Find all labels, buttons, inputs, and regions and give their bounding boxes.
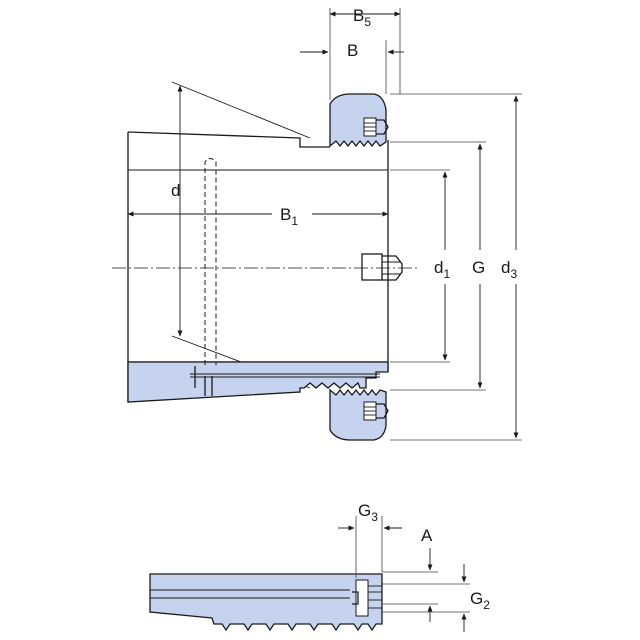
- sleeve-section-lower: [127, 361, 389, 403]
- dimension-b5: [329, 8, 401, 100]
- label-g2: G2: [470, 589, 490, 612]
- detail-view: [149, 573, 383, 632]
- oil-duct: [190, 158, 380, 396]
- label-g: G: [472, 258, 485, 277]
- label-g3: G3: [358, 501, 378, 524]
- taper-lines: [171, 81, 311, 389]
- dimension-a: [382, 548, 438, 622]
- label-b1: B1: [280, 205, 298, 228]
- label-d1: d1: [434, 258, 450, 281]
- lock-nut-lower: [329, 388, 389, 441]
- dimension-g2: [382, 564, 470, 632]
- label-a: A: [421, 526, 433, 545]
- label-b: B: [347, 41, 358, 60]
- locking-washer: [361, 253, 403, 281]
- dimension-d3: [390, 93, 522, 441]
- dimension-g3: [338, 516, 402, 578]
- dimension-b: [300, 40, 404, 94]
- dimension-d1: [390, 169, 450, 363]
- dimension-g: [390, 141, 486, 391]
- label-d: d: [171, 181, 180, 200]
- label-b5: B5: [353, 6, 371, 29]
- label-d3: d3: [501, 258, 517, 281]
- lock-nut-upper: [329, 93, 389, 148]
